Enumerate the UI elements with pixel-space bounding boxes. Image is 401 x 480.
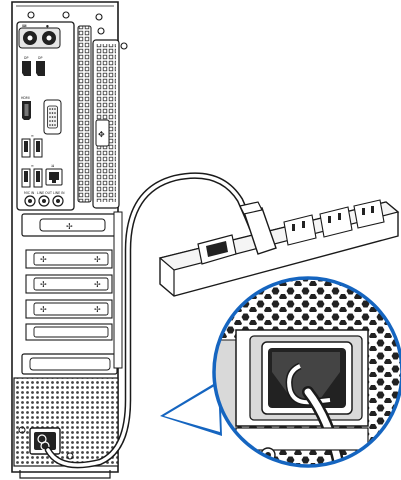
svg-text:DP: DP bbox=[38, 56, 42, 60]
usb-ports-upper: ⇹ bbox=[21, 134, 43, 158]
upper-vents: ✥ bbox=[77, 25, 120, 209]
svg-text:✢: ✢ bbox=[94, 280, 101, 289]
vga-port bbox=[43, 99, 62, 135]
svg-text:✢: ✢ bbox=[94, 255, 101, 264]
svg-text:MIC IN: MIC IN bbox=[24, 191, 35, 195]
svg-text:HDMI: HDMI bbox=[21, 96, 30, 100]
svg-text:✢: ✢ bbox=[40, 255, 47, 264]
screw-icon bbox=[120, 42, 128, 50]
screw-icon bbox=[27, 11, 35, 19]
zoom-inset bbox=[212, 276, 401, 468]
io-shield: ⌨ ● DP DP HDMI bbox=[16, 21, 75, 211]
screw-icon bbox=[95, 13, 103, 21]
slot-cover: ✢ ✢ bbox=[25, 274, 113, 294]
usb-ports-lower: ⇹ bbox=[21, 164, 43, 188]
svg-text:✢: ✢ bbox=[40, 305, 47, 314]
outlet bbox=[353, 199, 385, 229]
svg-text:✢: ✢ bbox=[40, 280, 47, 289]
lan-port: ⌘ bbox=[45, 164, 63, 186]
screw-head-icon: ✥ bbox=[98, 130, 105, 139]
slot-cover: ✢ ✢ bbox=[25, 299, 113, 319]
screw-icon bbox=[62, 11, 70, 19]
outlet bbox=[283, 214, 317, 246]
usb-icon: ⇹ bbox=[31, 164, 34, 168]
displayport-ports: DP DP bbox=[22, 56, 45, 76]
displayport-2 bbox=[36, 61, 45, 76]
expansion-slots: ✢ ✢ ✢ ✢ ✢ ✢ ✢ bbox=[21, 211, 123, 375]
screw-icon bbox=[97, 27, 105, 35]
power-cord bbox=[44, 172, 256, 469]
svg-text:✢: ✢ bbox=[66, 222, 73, 231]
lan-icon: ⌘ bbox=[51, 164, 54, 168]
power-input-socket bbox=[18, 426, 74, 460]
svg-text:LINE IN: LINE IN bbox=[53, 191, 65, 195]
slot-lock bbox=[95, 119, 110, 147]
displayport-1 bbox=[22, 61, 31, 76]
slot-cover bbox=[25, 323, 113, 341]
ps2-keyboard-icon: ⌨ bbox=[22, 24, 27, 28]
outlet bbox=[319, 206, 353, 238]
ps2-ports: ⌨ ● bbox=[18, 24, 61, 49]
power-strip bbox=[158, 199, 400, 297]
power-plug bbox=[239, 201, 277, 255]
svg-text:LINE OUT: LINE OUT bbox=[37, 191, 52, 195]
svg-text:DP: DP bbox=[24, 56, 28, 60]
ps2-mouse-icon: ● bbox=[46, 24, 49, 28]
svg-text:✢: ✢ bbox=[94, 305, 101, 314]
audio-jacks: MIC IN LINE OUT LINE IN bbox=[24, 191, 65, 207]
hdmi-port: HDMI bbox=[21, 96, 31, 120]
callout-pointer bbox=[160, 380, 222, 436]
power-switch-icon bbox=[197, 234, 237, 265]
usb-icon: ⇹ bbox=[31, 134, 34, 138]
slot-cover: ✢ ✢ bbox=[25, 249, 113, 269]
